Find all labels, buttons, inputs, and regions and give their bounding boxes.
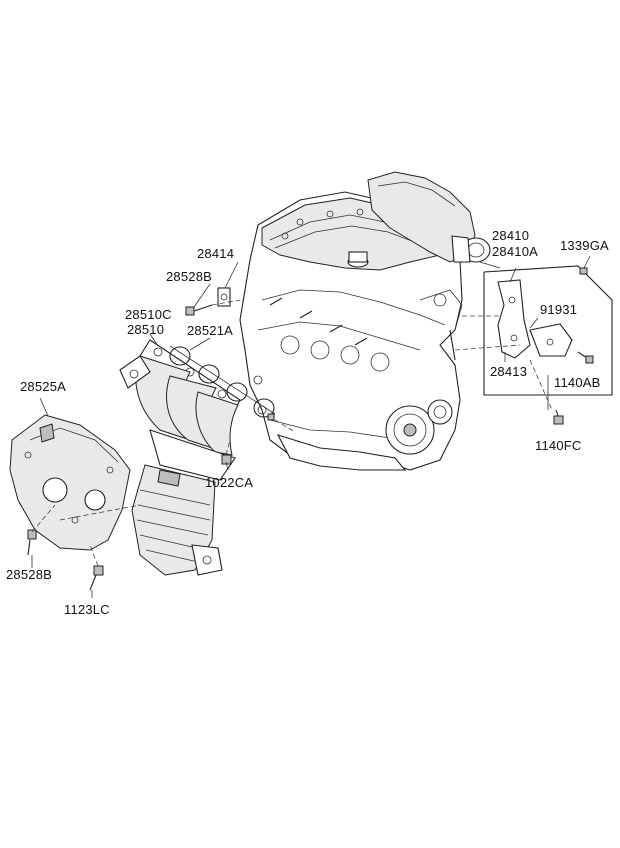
label-1140FC: 1140FC [535, 438, 582, 453]
label-28510C: 28510C [125, 307, 172, 322]
label-28528B-top: 28528B [166, 269, 213, 284]
label-28413: 28413 [490, 364, 528, 379]
gaskets-28521A [169, 345, 276, 421]
bracket-28414 [217, 287, 231, 307]
bracket-box [454, 265, 613, 425]
bolt-1123LC [89, 565, 104, 591]
label-28414: 28414 [197, 246, 235, 261]
label-1339GA: 1339GA [560, 238, 609, 253]
dashed-guides [31, 299, 296, 567]
engine-block [239, 171, 491, 471]
label-28521A: 28521A [187, 323, 234, 338]
label-28410: 28410 [492, 228, 530, 243]
nut-1339GA [579, 267, 588, 275]
bolt-1140AB [577, 351, 594, 364]
bolt-28528B-bottom [27, 529, 37, 556]
label-1022CA: 1022CA [205, 475, 254, 490]
label-28528B-bottom: 28528B [6, 567, 53, 582]
exhaust-manifold [119, 339, 241, 576]
label-28410A: 28410A [492, 244, 539, 259]
label-1140AB: 1140AB [554, 375, 601, 390]
bolt-1140FC [553, 409, 564, 425]
label-91931: 91931 [540, 302, 578, 317]
label-28510: 28510 [127, 322, 165, 337]
heat-shield-28525A [9, 414, 131, 551]
bolt-28528B-top [185, 304, 213, 316]
label-28525A: 28525A [20, 379, 67, 394]
label-1123LC: 1123LC [64, 602, 110, 617]
leader-lines [31, 255, 591, 598]
